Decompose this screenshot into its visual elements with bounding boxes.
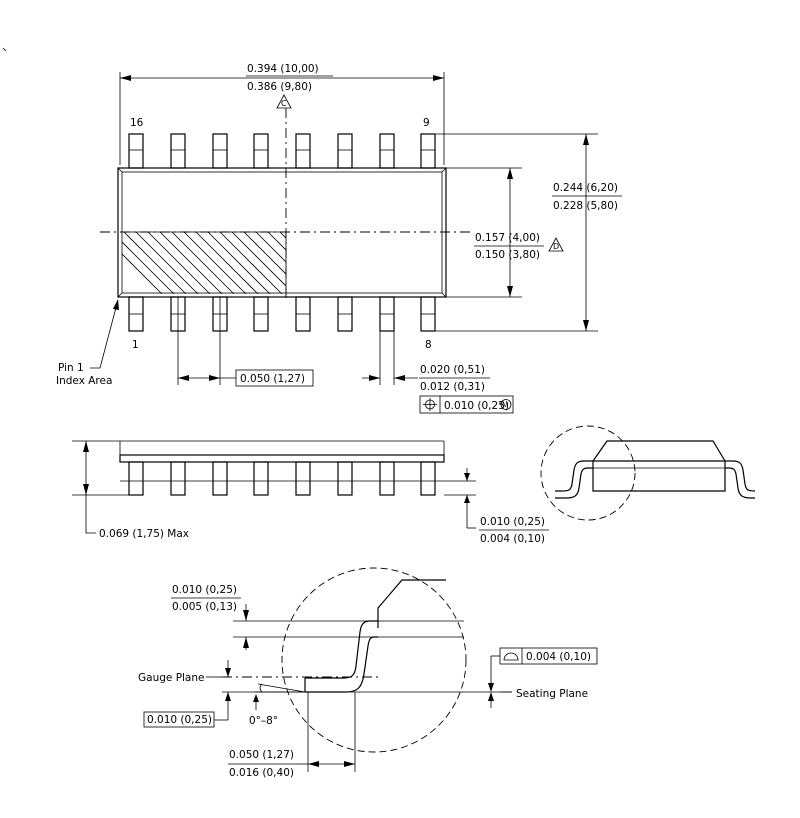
note-d-label: D	[553, 242, 559, 251]
length-min-label: 0.386 (9,80)	[247, 81, 312, 93]
body-width-max-label: 0.157 (4,00)	[475, 232, 540, 244]
length-max-label: 0.394 (10,00)	[247, 63, 319, 75]
pin1-label-line2: Index Area	[56, 375, 112, 387]
coplanarity-label: 0.004 (0,10)	[526, 651, 591, 663]
detail-lead-lower	[305, 636, 378, 693]
mmc-label: M	[502, 401, 508, 410]
standoff-min-label: 0.004 (0,10)	[480, 533, 545, 545]
end-view	[540, 425, 756, 521]
lead-thick-min-label: 0.005 (0,13)	[172, 601, 237, 613]
gauge-dim-label: 0.010 (0,25)	[147, 714, 212, 726]
position-tolerance-label: 0.010 (0,25)	[444, 400, 509, 412]
total-width-max-label: 0.244 (6,20)	[553, 182, 618, 194]
total-width-min-label: 0.228 (5,80)	[553, 200, 618, 212]
lead-width-min-label: 0.012 (0,31)	[420, 381, 485, 393]
lead-thick-max-label: 0.010 (0,25)	[172, 584, 237, 596]
pin1-index-hatch	[122, 232, 286, 294]
pin-8-label: 8	[425, 339, 432, 351]
side-view: 0.069 (1,75) Max 0.010 (0,25) 0.004 (0,1…	[72, 440, 549, 545]
note-d-triangle	[548, 237, 564, 252]
detail-lead-upper	[305, 620, 378, 679]
lead-width-max-label: 0.020 (0,51)	[420, 364, 485, 376]
top-view: 0.394 (10,00) 0.386 (9,80) C 16 9 1 8	[56, 63, 622, 414]
top-leads	[128, 133, 436, 169]
pitch-box	[235, 369, 314, 387]
profile-surface-icon	[503, 652, 519, 661]
pin-16-label: 16	[130, 117, 144, 129]
foot-length-max-label: 0.050 (1,27)	[229, 749, 294, 761]
detail-circle-large	[281, 567, 467, 753]
side-body-band	[119, 454, 445, 463]
pin-1-label: 1	[132, 339, 139, 351]
gauge-dim-box	[143, 711, 215, 728]
note-c-label: C	[281, 99, 287, 108]
pin-9-label: 9	[423, 117, 430, 129]
bottom-leads	[128, 296, 436, 332]
mmc-symbol-icon	[500, 399, 512, 410]
pin1-label-line1: Pin 1	[58, 362, 84, 374]
seating-plane-label: Seating Plane	[516, 688, 588, 700]
note-c-triangle	[276, 94, 292, 109]
angle-label: 0°–8°	[249, 715, 278, 727]
position-tolerance-frame: 0.010 (0,25) M	[419, 395, 514, 414]
pin1-leader	[90, 299, 119, 369]
package-body-top	[117, 167, 447, 298]
detail-circle-small	[540, 425, 636, 521]
standoff-max-label: 0.010 (0,25)	[480, 516, 545, 528]
body-width-min-label: 0.150 (3,80)	[475, 249, 540, 261]
height-max-label: 0.069 (1,75) Max	[99, 528, 189, 540]
package-body-inner	[121, 171, 443, 294]
detail-body-corner	[377, 579, 446, 628]
gauge-plane-label: Gauge Plane	[138, 672, 205, 684]
foot-length-min-label: 0.016 (0,40)	[229, 767, 294, 779]
pitch-label: 0.050 (1,27)	[240, 373, 305, 385]
detail-view: 0.010 (0,25) 0.005 (0,13) Gauge Plane 0.…	[138, 567, 598, 779]
corner-mark	[2, 47, 7, 52]
